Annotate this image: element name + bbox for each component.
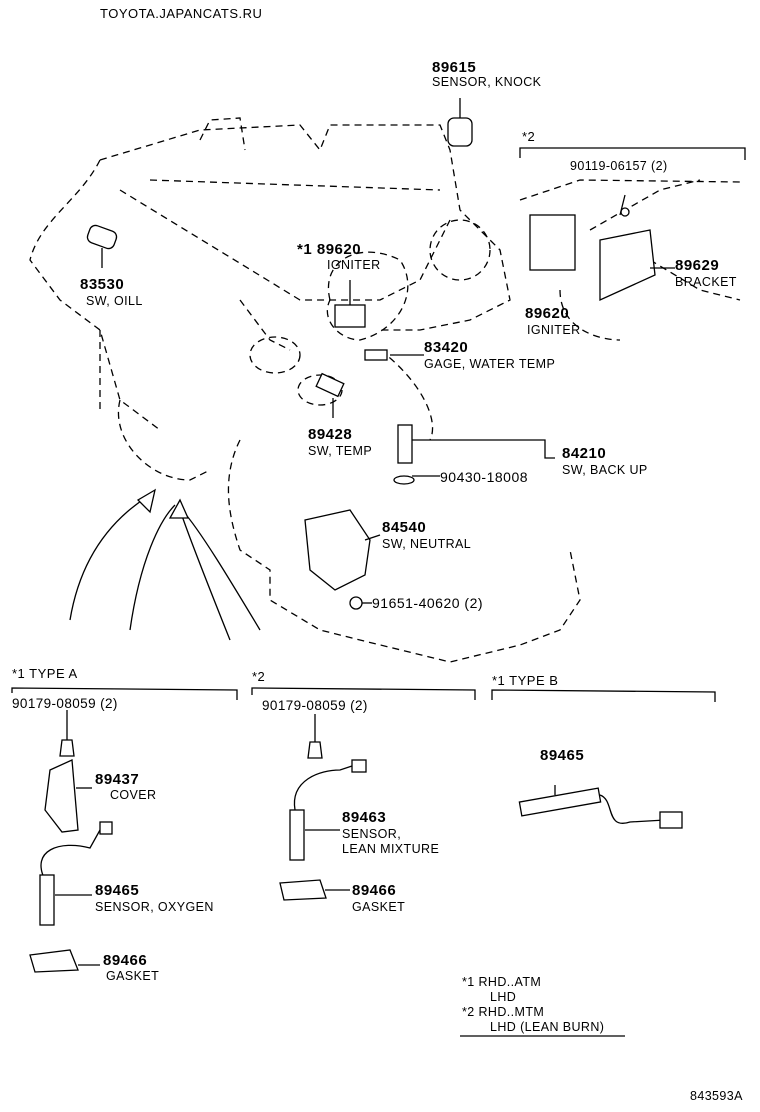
group-title-star2: *2: [252, 669, 266, 684]
part-name-knock-sensor: SENSOR, KNOCK: [432, 75, 542, 89]
part-number-89466-a: 89466: [103, 952, 148, 969]
part-name-water-temp: GAGE, WATER TEMP: [424, 357, 556, 371]
part-number-84540: 84540: [382, 519, 427, 536]
legend-line-4: LHD (LEAN BURN): [490, 1020, 605, 1034]
part-name-neutral-switch: SW, NEUTRAL: [382, 537, 472, 551]
group-label-star2: *2: [522, 129, 536, 144]
part-name-gasket-a: GASKET: [106, 969, 160, 983]
part-sketches: [29, 117, 683, 973]
type-a-nut-number: 90179-08059 (2): [12, 696, 118, 711]
part-number-89620-b: 89620: [525, 305, 570, 322]
group-title-type-a: *1 TYPE A: [12, 666, 78, 681]
part-number-89437: 89437: [95, 771, 140, 788]
part-number-89466-b: 89466: [352, 882, 397, 899]
part-number-90430: 90430-18008: [440, 469, 529, 485]
legend-line-2: LHD: [490, 990, 517, 1004]
part-name-oxygen-sensor: SENSOR, OXYGEN: [95, 900, 214, 914]
part-number-89465-b: 89465: [540, 747, 585, 764]
legend-line-3: *2 RHD..MTM: [462, 1005, 545, 1019]
part-number-83420: 83420: [424, 339, 469, 356]
part-number: 89620: [316, 241, 362, 258]
note-star1: *1: [297, 241, 313, 258]
part-name-temp-switch: SW, TEMP: [308, 444, 373, 458]
part-number-89465-a: 89465: [95, 882, 140, 899]
part-number-91651: 91651-40620 (2): [372, 595, 484, 611]
part-number-89629: 89629: [675, 257, 720, 274]
part-name-gasket-b: GASKET: [352, 900, 406, 914]
part-name-sensor: SENSOR,: [342, 827, 402, 841]
part-name-cover: COVER: [110, 788, 157, 802]
legend-line-1: *1 RHD..ATM: [462, 975, 542, 989]
site-watermark: TOYOTA.JAPANCATS.RU: [100, 6, 263, 21]
diagram-code: 843593A: [690, 1089, 743, 1103]
part-number-89428: 89428: [308, 426, 353, 443]
part-number-89620-a: *1 89620: [297, 242, 361, 257]
flow-arrows: [69, 488, 261, 641]
star2-nut-number: 90179-08059 (2): [262, 698, 368, 713]
part-number-89615: 89615: [432, 59, 477, 76]
part-number-90119: 90119-06157 (2): [570, 159, 668, 173]
part-number-83530: 83530: [80, 276, 125, 293]
part-number-84210: 84210: [562, 445, 607, 462]
leader-lines: [11, 98, 746, 1037]
part-name-bracket: BRACKET: [675, 275, 737, 289]
part-number-89463: 89463: [342, 809, 387, 826]
part-name-oil-switch: SW, OILL: [86, 294, 143, 308]
part-name-igniter-a: IGNITER: [327, 258, 381, 272]
part-name-igniter-b: IGNITER: [527, 323, 581, 337]
engine-outline: [29, 117, 741, 663]
part-name-lean-mixture: LEAN MIXTURE: [342, 842, 440, 856]
part-name-back-up-switch: SW, BACK UP: [562, 463, 648, 477]
group-title-type-b: *1 TYPE B: [492, 673, 559, 688]
